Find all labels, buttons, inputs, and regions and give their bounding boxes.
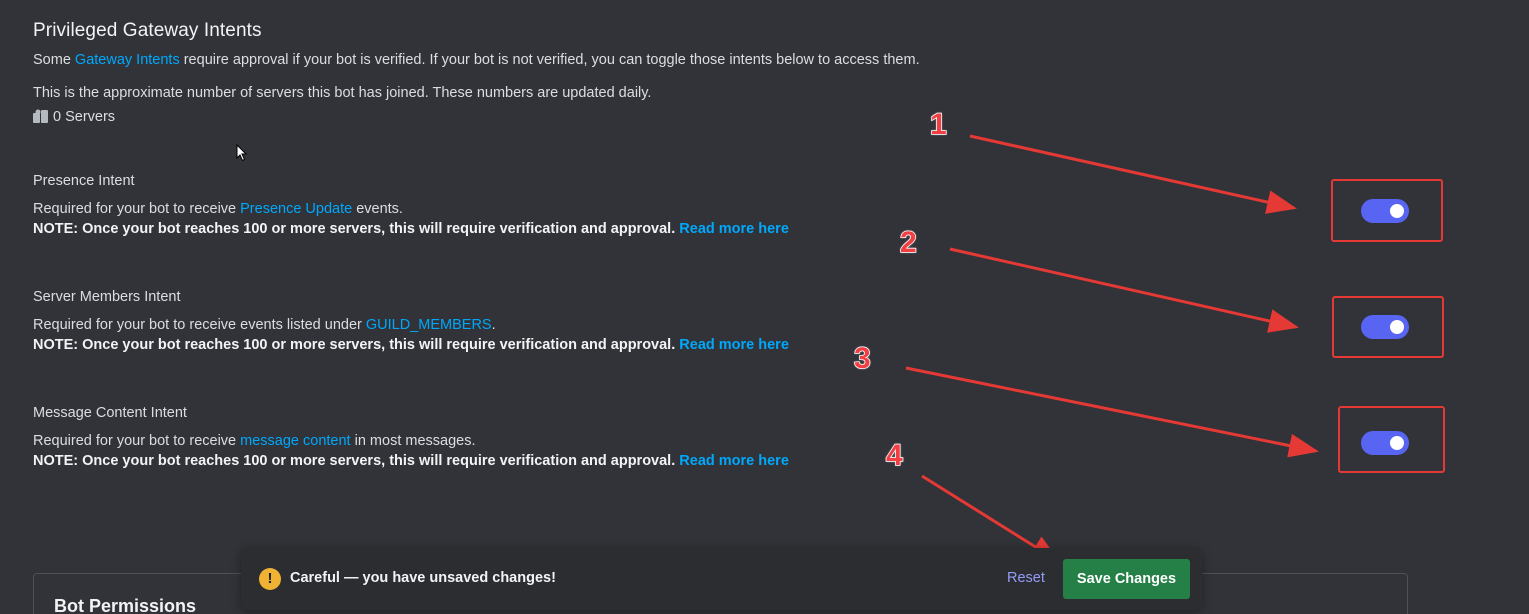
unsaved-changes-bar: ! Careful — you have unsaved changes! Re… [241,548,1202,610]
section-title: Privileged Gateway Intents [33,20,262,41]
servers-count: 0 Servers [53,109,116,125]
message-content-intent-title: Message Content Intent [33,405,187,421]
server-members-intent-toggle[interactable] [1361,315,1409,339]
description-prefix: Required for your bot to receive [33,201,241,217]
presence-intent-title: Presence Intent [33,173,135,189]
message-content-intent-note: NOTE: Once your bot reaches 100 or more … [33,453,789,469]
warning-icon: ! [259,568,281,590]
mouse-cursor-icon [236,144,248,162]
section-intro: Some Gateway Intents require approval if… [33,52,920,68]
servers-note: This is the approximate number of server… [33,85,652,101]
annotation-number: 3 [853,341,871,376]
description-suffix: events. [352,201,403,217]
reset-button[interactable]: Reset [1007,570,1045,586]
unsaved-changes-message: Careful — you have unsaved changes! [290,570,556,586]
read-more-link[interactable]: Read more here [679,221,789,237]
toggle-knob [1390,204,1404,218]
annotation-number: 4 [885,438,903,473]
read-more-link[interactable]: Read more here [679,453,789,469]
arrow-2 [949,247,1299,333]
annotation-number: 2 [899,225,917,260]
servers-count-row: 0 Servers [33,109,115,125]
presence-intent-toggle[interactable] [1361,199,1409,223]
save-changes-button[interactable]: Save Changes [1063,559,1190,599]
highlight-box [1331,179,1443,242]
message-content-link[interactable]: message content [240,433,351,449]
guild-members-link[interactable]: GUILD_MEMBERS [365,317,492,333]
gateway-intents-link[interactable]: Gateway Intents [74,52,180,68]
server-members-intent-description: Required for your bot to receive events … [33,317,496,333]
bot-permissions-title: Bot Permissions [54,596,197,614]
servers-icon [33,109,48,123]
highlight-box [1332,296,1444,358]
description-suffix: . [491,317,496,333]
intro-suffix: require approval if your bot is verified… [179,52,920,68]
arrow-1 [969,134,1297,214]
annotation-number: 1 [929,107,947,142]
message-content-intent-toggle[interactable] [1361,431,1409,455]
server-members-intent-note: NOTE: Once your bot reaches 100 or more … [33,337,789,353]
description-prefix: Required for your bot to receive events … [33,317,366,333]
presence-update-link[interactable]: Presence Update [240,201,353,217]
toggle-knob [1390,320,1404,334]
description-prefix: Required for your bot to receive [33,433,241,449]
message-content-intent-description: Required for your bot to receive message… [33,433,476,449]
read-more-link[interactable]: Read more here [679,337,789,353]
toggle-knob [1390,436,1404,450]
presence-intent-note: NOTE: Once your bot reaches 100 or more … [33,221,789,237]
highlight-box [1338,406,1445,473]
note-text: NOTE: Once your bot reaches 100 or more … [33,221,676,237]
description-suffix: in most messages. [350,433,476,449]
presence-intent-description: Required for your bot to receive Presenc… [33,201,403,217]
server-members-intent-title: Server Members Intent [33,289,181,305]
intro-prefix: Some [33,52,75,68]
arrow-3 [905,366,1319,458]
note-text: NOTE: Once your bot reaches 100 or more … [33,337,676,353]
note-text: NOTE: Once your bot reaches 100 or more … [33,453,676,469]
